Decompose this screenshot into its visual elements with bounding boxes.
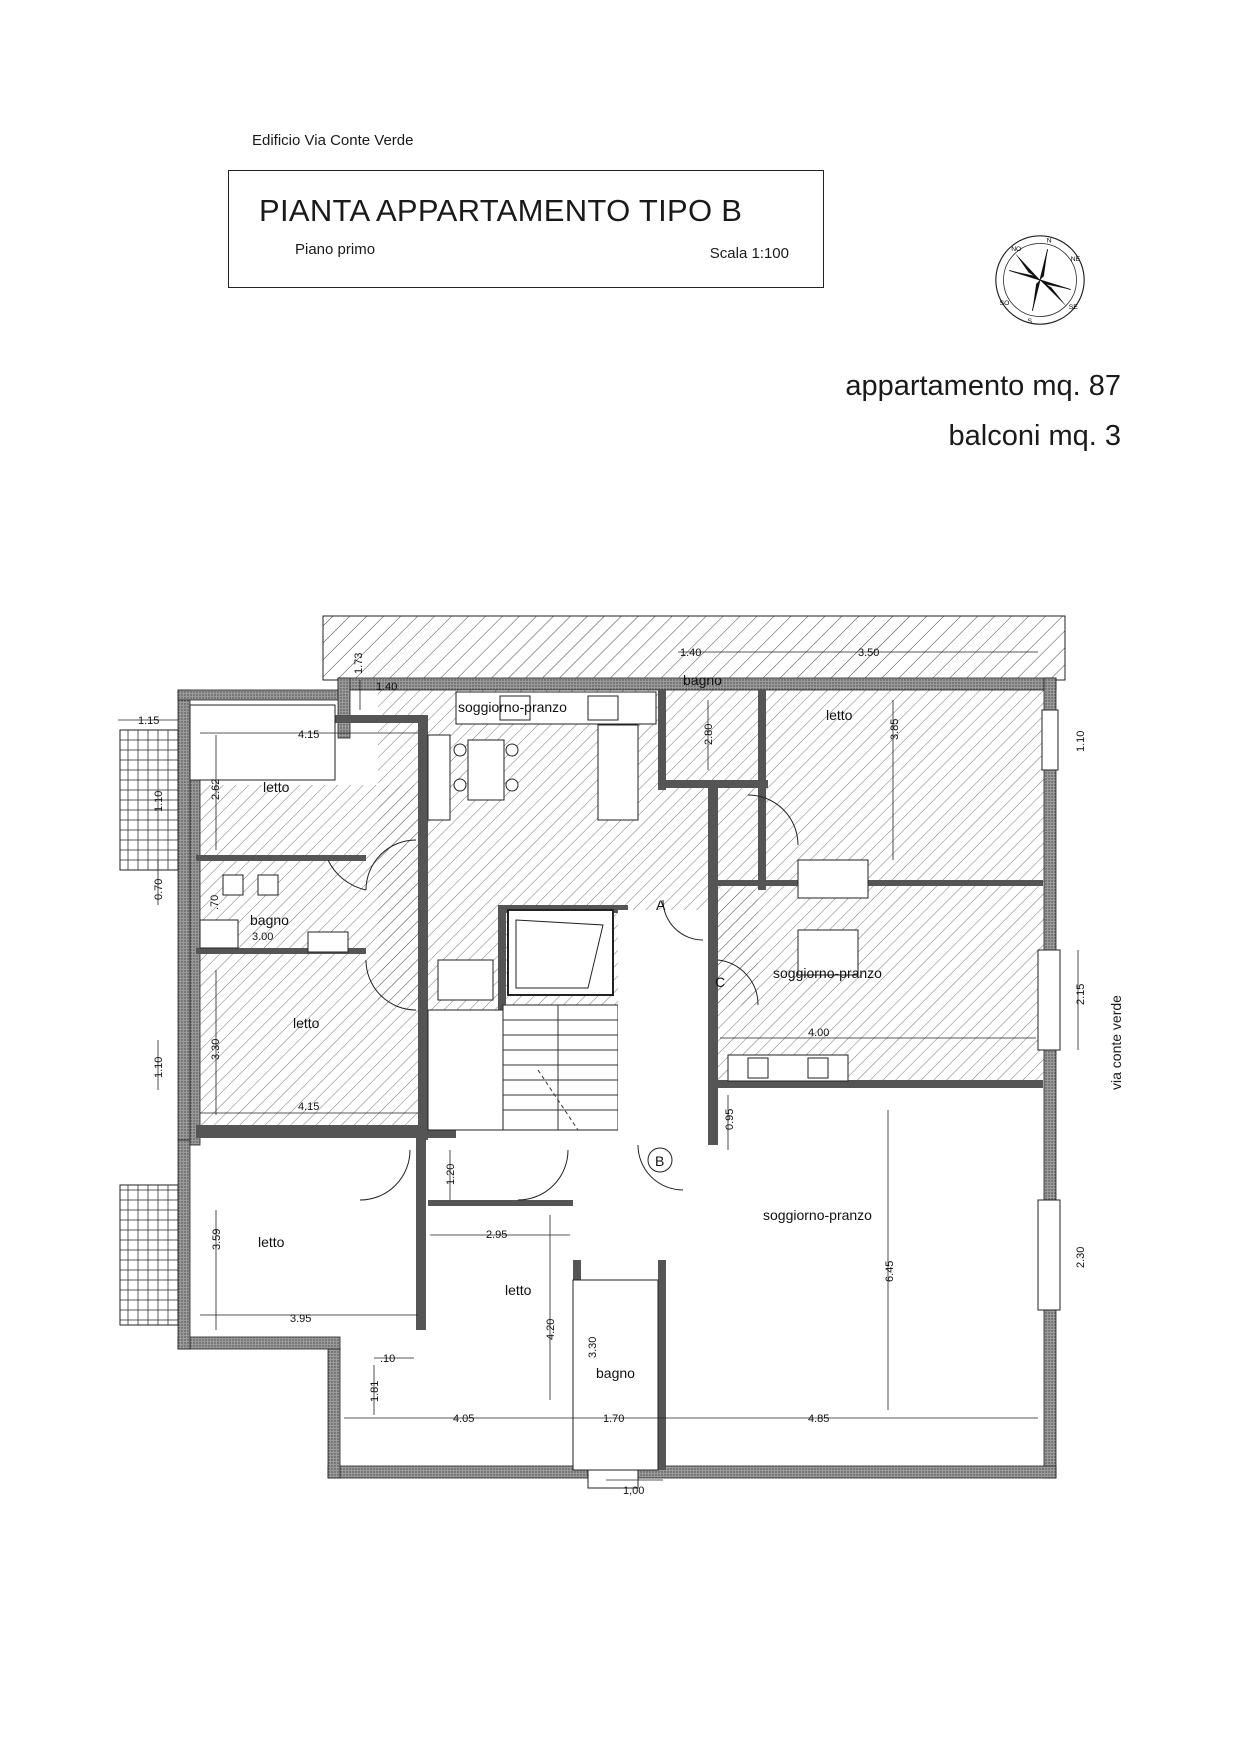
dim-0-70: 0.70 bbox=[153, 879, 165, 900]
dim-4-15-top: 4.15 bbox=[298, 729, 319, 741]
dim-0-10: .10 bbox=[380, 1353, 395, 1365]
floor-plan: soggiorno-pranzo bagno letto letto bagno… bbox=[118, 615, 1087, 1497]
dim-1-20: 1.20 bbox=[445, 1164, 457, 1185]
dim-3-95: 3.95 bbox=[290, 1313, 311, 1325]
dim-0-70b: .70 bbox=[209, 895, 221, 910]
dim-3-50: 3.50 bbox=[858, 647, 879, 659]
compass-label-so: SO bbox=[1000, 300, 1010, 307]
street-label: via conte verde bbox=[1108, 995, 1124, 1090]
dim-1-00: 1,00 bbox=[623, 1485, 644, 1497]
dim-1-15: 1.15 bbox=[138, 715, 159, 727]
room-label-bedroom-bottom-left: letto bbox=[258, 1234, 285, 1250]
adjacent-building bbox=[322, 615, 1066, 681]
dim-3-30: 3.30 bbox=[210, 1039, 222, 1060]
balcony-left-bottom bbox=[119, 1184, 179, 1326]
room-label-bedroom-top-right: letto bbox=[826, 707, 853, 723]
room-label-living-bottom-right: soggiorno-pranzo bbox=[763, 1207, 872, 1223]
room-label-bedroom-left-mid: letto bbox=[293, 1015, 320, 1031]
dim-2-15: 2.15 bbox=[1075, 984, 1087, 1005]
compass-label-se: SE bbox=[1069, 304, 1078, 311]
compass-label-s: S bbox=[1028, 318, 1033, 325]
dim-1-70: 1.70 bbox=[603, 1413, 624, 1425]
dim-0-95: 0.95 bbox=[724, 1109, 736, 1130]
room-label-living-right-mid: soggiorno-pranzo bbox=[773, 965, 882, 981]
dim-3-30b: 3.30 bbox=[587, 1337, 599, 1358]
floor-label: Piano primo bbox=[295, 241, 376, 258]
dim-4-00: 4.00 bbox=[808, 1027, 829, 1039]
compass-label-n: N bbox=[1047, 238, 1052, 245]
compass-label-ne: NE bbox=[1071, 256, 1081, 263]
door-swings bbox=[327, 794, 799, 1201]
compass-label-no: NO bbox=[1011, 246, 1021, 253]
dim-6-45: 6.45 bbox=[884, 1261, 896, 1282]
room-label-bedroom-left-top: letto bbox=[263, 779, 290, 795]
marker-a: A bbox=[656, 897, 666, 913]
furniture bbox=[199, 691, 869, 1471]
room-label-bath-bottom: bagno bbox=[596, 1365, 635, 1381]
dim-1-40-bath: 1.40 bbox=[680, 647, 701, 659]
dim-4-15-bottom: 4.15 bbox=[298, 1101, 319, 1113]
room-label-living-top: soggiorno-pranzo bbox=[458, 699, 567, 715]
scale-label: Scala 1:100 bbox=[709, 245, 789, 262]
plan-title: PIANTA APPARTAMENTO TIPO B bbox=[259, 193, 743, 228]
dim-1-10-right: 1.10 bbox=[1075, 731, 1087, 752]
dim-2-62: 2.62 bbox=[210, 779, 222, 800]
dim-2-95: 2.95 bbox=[486, 1229, 507, 1241]
dimension-lines bbox=[118, 651, 1079, 1481]
marker-b: B bbox=[655, 1153, 664, 1169]
dim-3-59: 3.59 bbox=[211, 1229, 223, 1250]
dim-4-05: 4.05 bbox=[453, 1413, 474, 1425]
dim-2-30: 2.30 bbox=[1075, 1247, 1087, 1268]
marker-c: C bbox=[715, 974, 725, 990]
stair-core bbox=[427, 909, 708, 1150]
dim-1-81: 1.81 bbox=[369, 1381, 381, 1402]
room-label-bedroom-bottom-mid: letto bbox=[505, 1282, 532, 1298]
terrace-top-left bbox=[189, 704, 336, 781]
apartment-area: appartamento mq. 87 bbox=[845, 370, 1121, 402]
windows bbox=[587, 709, 1061, 1489]
dim-2-80: 2.80 bbox=[703, 724, 715, 745]
balcony-area: balconi mq. 3 bbox=[948, 420, 1122, 452]
dim-1-40-top: 1.40 bbox=[376, 681, 397, 693]
dim-1-73: 1.73 bbox=[353, 653, 365, 674]
dim-4-85: 4.85 bbox=[808, 1413, 829, 1425]
compass-rose-icon: N NE SE S SO NO bbox=[995, 235, 1085, 325]
room-label-bath-left: bagno bbox=[250, 912, 289, 928]
dim-1-10-left2: 1.10 bbox=[153, 1057, 165, 1078]
dim-3-00: 3.00 bbox=[252, 931, 273, 943]
dim-3-85: 3.85 bbox=[889, 719, 901, 740]
dim-4-20: 4.20 bbox=[545, 1319, 557, 1340]
balcony-left-top bbox=[119, 729, 179, 871]
marker-b-circle bbox=[647, 1147, 673, 1173]
title-block: PIANTA APPARTAMENTO TIPO B Piano primo S… bbox=[228, 170, 824, 288]
building-name: Edificio Via Conte Verde bbox=[252, 132, 414, 149]
room-label-bath-top: bagno bbox=[683, 672, 722, 688]
dim-1-10-left1: 1.10 bbox=[153, 791, 165, 812]
